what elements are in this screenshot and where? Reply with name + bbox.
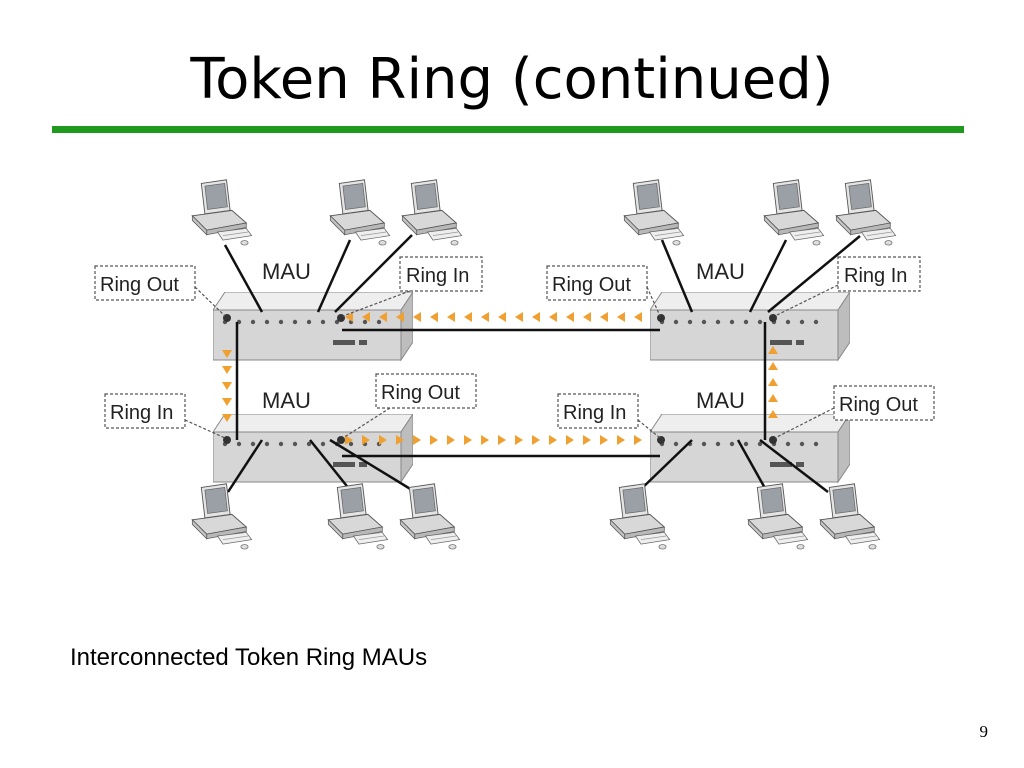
computer-icon: [835, 179, 897, 246]
computer-icon: [747, 483, 809, 550]
mau-label-bottom-left: MAU: [262, 388, 311, 413]
ring-in-label-top-right: Ring In: [844, 265, 907, 287]
slide-title: Token Ring (continued): [190, 47, 834, 112]
mau-bottom-right-box: [650, 414, 850, 483]
computer-icon: [609, 483, 671, 550]
workstations: [191, 179, 897, 550]
computer-icon: [623, 179, 685, 246]
title-rule: [52, 126, 964, 133]
mau-top-right-box: [650, 292, 850, 361]
ring-out-label-bottom-right: Ring Out: [839, 394, 918, 416]
ring-in-label-top-left: Ring In: [406, 265, 469, 287]
mau-label-bottom-right: MAU: [696, 388, 745, 413]
computer-icon: [819, 483, 881, 550]
workstation-cables: [223, 234, 861, 493]
ring-out-label-top-left: Ring Out: [100, 274, 179, 296]
computer-icon: [763, 179, 825, 246]
computer-icon: [329, 179, 391, 246]
ring-in-label-bottom-right: Ring In: [563, 402, 626, 424]
ring-in-label-bottom-left: Ring In: [110, 402, 173, 424]
token-ring-diagram: MAU MAU MAU MAU Ring Out Ring In Ring Ou…: [94, 179, 935, 550]
computer-icon: [191, 483, 253, 550]
ring-cables: [235, 322, 767, 458]
ring-out-label-top-right: Ring Out: [552, 274, 631, 296]
mau-label-top-left: MAU: [262, 259, 311, 284]
ring-out-label-bottom-left: Ring Out: [381, 382, 460, 404]
computer-icon: [191, 179, 253, 246]
mau-top-left-box: [213, 292, 413, 361]
computer-icon: [327, 483, 389, 550]
figure-caption: Interconnected Token Ring MAUs: [70, 644, 428, 671]
token-flow-arrows: [222, 312, 778, 445]
computer-icon: [399, 483, 461, 550]
mau-label-top-right: MAU: [696, 259, 745, 284]
page-number: 9: [979, 722, 989, 741]
